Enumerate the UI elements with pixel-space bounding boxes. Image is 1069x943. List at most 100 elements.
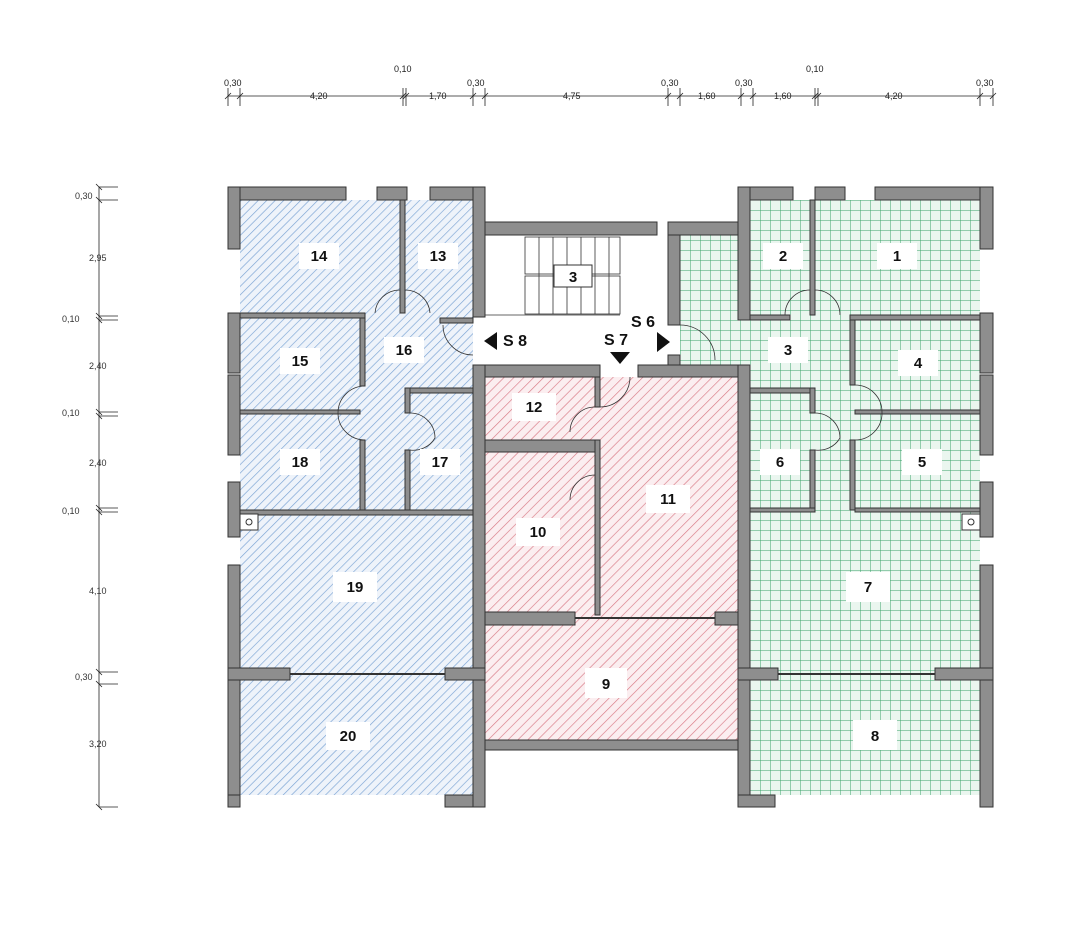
room-label-11: 11 <box>646 485 690 513</box>
dim-label: 2,40 <box>89 458 107 468</box>
dimension-slash <box>737 92 745 100</box>
dim-label: 0,30 <box>735 78 753 88</box>
dimension-slash <box>469 92 477 100</box>
svg-text:5: 5 <box>918 454 926 471</box>
room-label-13: 13 <box>418 243 458 269</box>
top-dimension-line <box>224 88 997 106</box>
staircase <box>485 236 621 316</box>
shaft-icon <box>961 513 981 531</box>
svg-text:3: 3 <box>784 342 792 359</box>
room-label-3: 3 <box>768 337 808 363</box>
room-label-14: 14 <box>299 243 339 269</box>
svg-text:14: 14 <box>311 248 328 265</box>
dimension-slash <box>664 92 672 100</box>
dimension-slash <box>95 412 103 420</box>
top-dimension-labels: 0,30 4,20 0,10 1,70 0,30 4,75 0,30 1,60 … <box>224 64 994 101</box>
dim-label: 4,75 <box>563 91 581 101</box>
room-label-16: 16 <box>384 337 424 363</box>
dim-label: 0,10 <box>62 314 80 324</box>
dim-label: 0,10 <box>62 408 80 418</box>
dim-label: 2,40 <box>89 361 107 371</box>
dimension-slash <box>749 92 757 100</box>
dimension-slash <box>95 316 103 324</box>
room-label-1: 1 <box>877 243 917 269</box>
svg-text:15: 15 <box>292 353 309 370</box>
section-marker-s7: S 7 <box>604 332 630 364</box>
section-label: S 8 <box>503 333 527 350</box>
svg-text:17: 17 <box>432 454 449 471</box>
dim-label: 0,10 <box>806 64 824 74</box>
dim-label: 1,60 <box>774 91 792 101</box>
dimension-slash <box>95 504 103 512</box>
room-label-5: 5 <box>902 449 942 475</box>
room-label-20: 20 <box>326 722 370 750</box>
dimension-slash <box>95 668 103 676</box>
dimension-slash <box>95 196 103 204</box>
room-label-8: 8 <box>853 720 897 750</box>
dimension-slash <box>402 92 410 100</box>
arrow-right-icon <box>657 332 670 352</box>
dim-label: 0,10 <box>62 506 80 516</box>
dim-label: 0,30 <box>661 78 679 88</box>
stair-label: 3 <box>553 264 593 288</box>
dim-label: 4,20 <box>885 91 903 101</box>
dimension-slash <box>95 183 103 191</box>
dimension-slash <box>676 92 684 100</box>
svg-text:2: 2 <box>779 248 787 265</box>
dim-label: 3,20 <box>89 739 107 749</box>
dim-label: 2,95 <box>89 253 107 263</box>
section-label: S 7 <box>604 332 628 349</box>
svg-text:13: 13 <box>430 248 447 265</box>
arrow-down-icon <box>610 352 630 364</box>
room-label-4: 4 <box>898 350 938 376</box>
blue-unit-area <box>240 200 473 795</box>
svg-text:3: 3 <box>569 269 577 286</box>
svg-text:12: 12 <box>526 399 543 416</box>
svg-text:11: 11 <box>660 491 676 508</box>
arrow-left-icon <box>484 332 497 350</box>
svg-text:8: 8 <box>871 728 879 745</box>
green-unit-area <box>750 200 980 795</box>
svg-text:16: 16 <box>396 342 413 359</box>
dimension-slash <box>236 92 244 100</box>
dim-label: 0,10 <box>394 64 412 74</box>
walls <box>227 186 994 808</box>
dimension-slash <box>976 92 984 100</box>
svg-text:4: 4 <box>914 355 923 372</box>
dimension-slash <box>95 803 103 811</box>
shaft-icon <box>239 513 259 531</box>
svg-text:9: 9 <box>602 676 610 693</box>
svg-text:18: 18 <box>292 454 309 471</box>
dimension-slash <box>481 92 489 100</box>
dimension-slash <box>95 408 103 416</box>
left-dimension-line <box>95 183 118 811</box>
left-dimension-labels: 0,30 2,95 0,10 2,40 0,10 2,40 0,10 4,10 … <box>62 191 107 749</box>
room-label-19: 19 <box>333 572 377 602</box>
room-label-2: 2 <box>763 243 803 269</box>
dim-label: 1,70 <box>429 91 447 101</box>
svg-text:6: 6 <box>776 454 784 471</box>
room-label-15: 15 <box>280 348 320 374</box>
dim-label: 0,30 <box>976 78 994 88</box>
svg-text:7: 7 <box>864 579 872 596</box>
dimension-slash <box>399 92 407 100</box>
dim-label: 4,20 <box>310 91 328 101</box>
dim-label: 1,60 <box>698 91 716 101</box>
svg-text:19: 19 <box>347 579 364 596</box>
section-label: S 6 <box>631 314 655 331</box>
door-swings <box>337 289 883 501</box>
svg-text:10: 10 <box>530 524 547 541</box>
dimension-slash <box>989 92 997 100</box>
dimension-slash <box>95 508 103 516</box>
dim-label: 0,30 <box>75 191 93 201</box>
room-label-9: 9 <box>585 668 627 698</box>
room-label-10: 10 <box>516 518 560 546</box>
dim-label: 0,30 <box>224 78 242 88</box>
room-label-6: 6 <box>760 449 800 475</box>
svg-text:20: 20 <box>340 728 357 745</box>
section-marker-s8: S 8 <box>484 332 527 350</box>
dim-label: 4,10 <box>89 586 107 596</box>
dimension-slash <box>811 92 819 100</box>
dimension-slash <box>95 680 103 688</box>
